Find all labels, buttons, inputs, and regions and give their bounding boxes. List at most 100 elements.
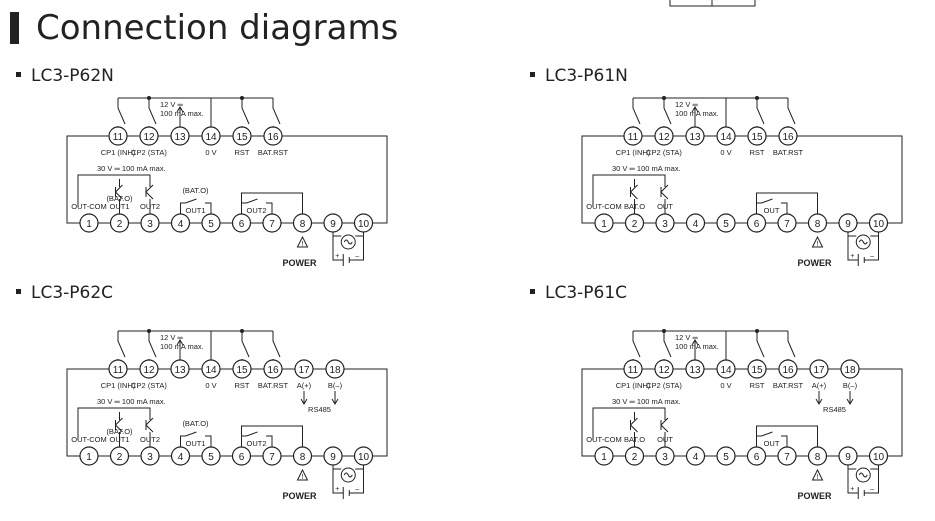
output1-label: (BAT.O)	[106, 194, 133, 203]
terminal	[294, 359, 314, 379]
output1-label: BAT.O	[624, 435, 645, 444]
terminal	[201, 213, 221, 233]
rs485-label: RS485	[308, 405, 331, 414]
supply-current-label: 100 mA max.	[160, 109, 204, 118]
terminal	[685, 446, 706, 466]
terminal	[170, 213, 191, 233]
power-label: POWER	[797, 258, 832, 268]
output-common-wire	[119, 174, 151, 179]
terminal	[140, 446, 160, 466]
terminal	[624, 446, 645, 466]
input-switch	[756, 98, 765, 127]
terminal	[79, 446, 99, 466]
terminal	[170, 126, 190, 146]
relay-contact	[180, 431, 212, 447]
input-switch	[756, 331, 765, 360]
terminal	[263, 126, 283, 146]
terminal	[623, 359, 643, 379]
warning-mark: !	[302, 474, 304, 481]
warning-mark: !	[817, 241, 819, 248]
input-switch	[632, 331, 641, 360]
top-terminal-label: RST	[235, 381, 250, 390]
supply-voltage-label: 12 V ═	[160, 100, 184, 109]
terminal	[139, 126, 159, 146]
ac-wave-icon	[343, 239, 353, 245]
bullet-icon	[16, 288, 21, 294]
terminal	[654, 126, 674, 146]
terminal-number: 2	[632, 219, 638, 230]
terminal-number: 11	[628, 132, 639, 143]
ac-wave-icon	[858, 239, 868, 245]
terminal-number: 4	[693, 219, 699, 230]
junction-dot	[755, 96, 759, 100]
terminal-number: 15	[751, 132, 763, 143]
terminal-number: 2	[117, 452, 123, 463]
terminal-number: 1	[601, 452, 607, 463]
terminal-number: 8	[300, 452, 306, 463]
terminal-number: 13	[174, 365, 186, 376]
terminal	[778, 126, 798, 146]
relay-out-label: OUT2	[246, 439, 266, 448]
transistor-icon	[115, 179, 123, 214]
supply-current-label: 100 mA max.	[675, 109, 719, 118]
junction-dot	[240, 329, 244, 333]
rs485-label: RS485	[823, 405, 846, 414]
top-terminal-label: CP1 (INH)	[616, 148, 651, 157]
output2-label: OUT	[657, 202, 673, 211]
terminal-number: 8	[815, 452, 821, 463]
frame-right-wire	[859, 368, 903, 457]
output1-label: (BAT.O)	[106, 427, 133, 436]
terminal-number: 6	[239, 452, 245, 463]
transistor-icon	[660, 412, 669, 447]
power-wire	[332, 236, 364, 261]
terminal-number: 3	[147, 452, 153, 463]
junction-dot	[662, 329, 666, 333]
relay-bat-label: (BAT.O)	[182, 419, 209, 428]
terminal-number: 16	[267, 132, 279, 143]
terminal-number: 18	[329, 365, 341, 376]
terminal	[201, 446, 221, 466]
terminal	[716, 359, 736, 379]
input-switch	[787, 98, 796, 127]
output1-label: OUT1	[109, 435, 129, 444]
top-terminal-label: CP2 (STA)	[131, 381, 167, 390]
terminal	[109, 213, 130, 233]
relay-contact	[241, 198, 273, 214]
terminal-number: 4	[178, 452, 184, 463]
minus-sign: –	[355, 486, 359, 493]
plus-sign: +	[335, 253, 339, 260]
top-terminal-label: RST	[750, 148, 765, 157]
terminal-number: 14	[205, 365, 217, 376]
terminal-number: 10	[873, 219, 885, 230]
terminal-number: 7	[784, 452, 790, 463]
transistor-icon	[630, 179, 638, 214]
terminal	[201, 359, 221, 379]
terminal-number: 13	[174, 132, 186, 143]
arrow-up-icon	[176, 106, 184, 113]
terminal-number: 4	[693, 452, 699, 463]
section-title-lc3-p61n: LC3-P61N	[530, 66, 628, 86]
arrow-up-icon	[691, 339, 699, 346]
input-switch	[117, 98, 126, 127]
relay-out1-label: OUT1	[185, 439, 205, 448]
supply-voltage-label: 12 V ═	[160, 333, 184, 342]
terminal-number: 8	[300, 219, 306, 230]
terminal-number: 17	[813, 365, 825, 376]
plus-sign: +	[850, 253, 854, 260]
ac-source-icon	[340, 467, 356, 483]
terminal-number: 18	[844, 365, 856, 376]
terminal	[807, 446, 828, 466]
top-terminal-label: CP1 (INH)	[101, 381, 136, 390]
junction-dot	[240, 96, 244, 100]
terminal-number: 12	[658, 132, 670, 143]
terminal	[716, 446, 736, 466]
ac-wave-icon	[858, 472, 868, 478]
model-label: LC3-P61C	[545, 283, 628, 303]
transistor-icon	[660, 179, 669, 214]
relay-common-wire	[756, 192, 818, 214]
power-label: POWER	[282, 258, 317, 268]
terminal	[685, 126, 705, 146]
